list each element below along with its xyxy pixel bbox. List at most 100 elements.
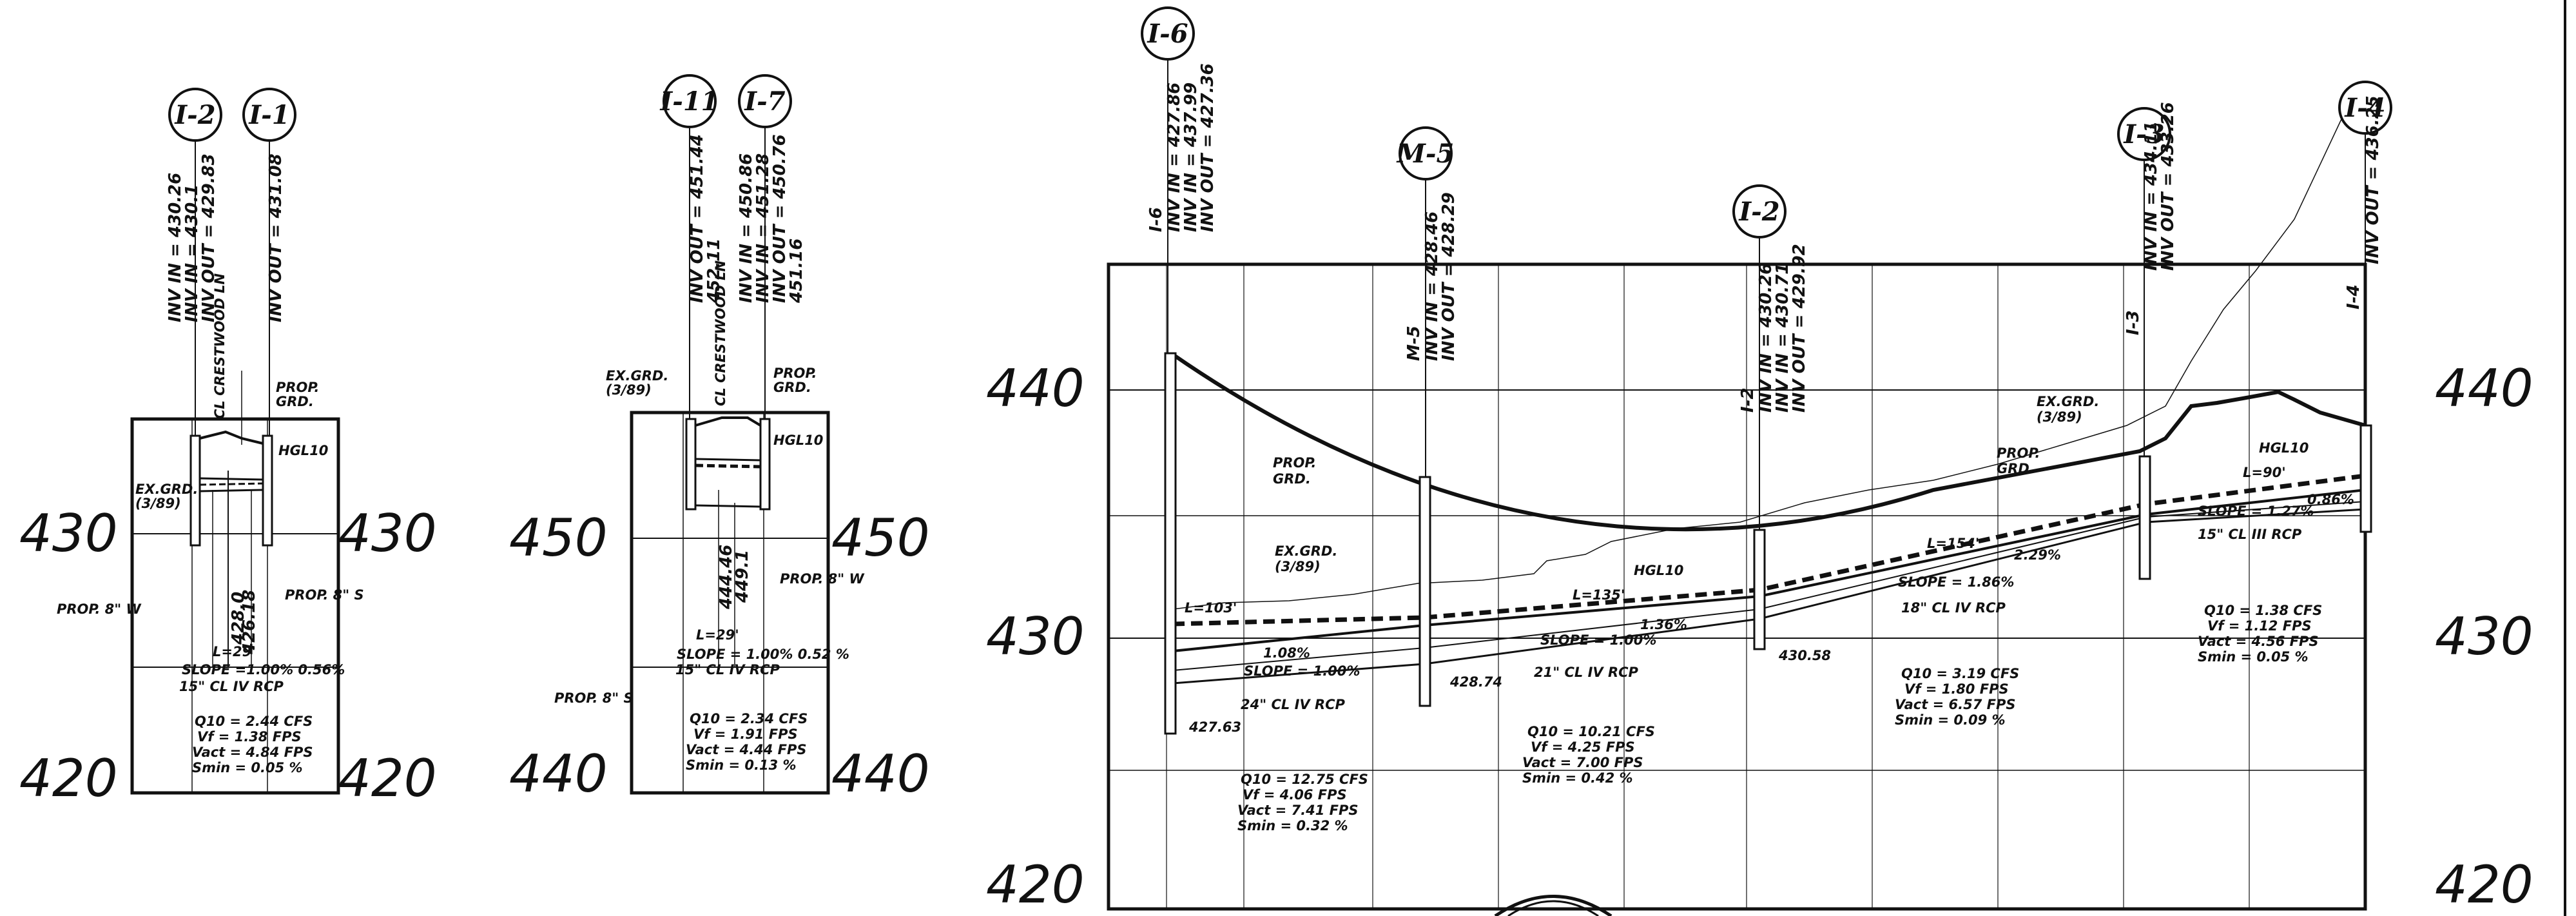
left-hgl-line xyxy=(199,482,264,486)
left-pipe-top xyxy=(199,477,264,481)
bubble-i2-left-label: I-2 xyxy=(174,100,215,130)
left-elev-430-right: 430 xyxy=(338,503,437,563)
left-prop-grade xyxy=(199,430,264,445)
inv-i1-left: INV OUT = 431.08 xyxy=(266,153,286,322)
inv-i11-1: 452.11 xyxy=(704,239,724,304)
left-ex-grd-1: EX.GRD. xyxy=(135,482,198,497)
seg2-inv: 428.74 xyxy=(1449,674,1502,690)
seg2-smin: Smin = 0.42 % xyxy=(1522,770,1633,786)
mid-hgl-label: HGL10 xyxy=(773,433,823,448)
engineer-seal xyxy=(1494,895,1612,916)
structure-i3 xyxy=(2138,455,2151,580)
mid-dim-449: 449.1 xyxy=(733,550,752,603)
mid-elev-450-right: 450 xyxy=(831,508,930,568)
inv-i11-0: INV OUT = 451.44 xyxy=(688,134,707,303)
seg3-slope-alt: 2.29% xyxy=(2014,547,2061,563)
mid-pipe: 15" CL IV RCP xyxy=(675,662,780,677)
inv-i4-1: INV OUT = 436.25 xyxy=(2363,95,2383,264)
inv-i6-3: INV OUT = 427.36 xyxy=(1198,63,1217,232)
left-prop-grd-2: GRD. xyxy=(276,394,314,409)
seg4-slope: SLOPE = 1.27% xyxy=(2198,503,2314,519)
inv-i4-0: I-4 xyxy=(2344,284,2363,309)
mid-prop-grade xyxy=(695,416,762,427)
seg1-length: L=103' xyxy=(1185,600,1237,616)
structure-i7 xyxy=(759,418,771,511)
left-vf: Vf = 1.38 FPS xyxy=(197,729,302,745)
structure-i6 xyxy=(1164,352,1177,735)
left-pipe: 15" CL IV RCP xyxy=(179,679,284,694)
seg3-vf: Vf = 1.80 FPS xyxy=(1904,681,2009,697)
main-elev-420-left: 420 xyxy=(986,855,1085,915)
mid-smin: Smin = 0.13 % xyxy=(686,757,797,773)
mid-pipe-w: PROP. 8" W xyxy=(780,571,865,587)
seg4-vf: Vf = 1.12 FPS xyxy=(2207,618,2312,634)
mid-hgl-line xyxy=(695,463,761,469)
inv-i3-1: INV IN = 434.11 xyxy=(2142,121,2161,271)
main-ex-grd-left-1: EX.GRD. xyxy=(1275,543,1337,559)
seg4-slope-alt: 0.86% xyxy=(2307,492,2354,507)
left-profile-frame xyxy=(130,417,340,795)
main-elev-430-right: 430 xyxy=(2435,607,2533,667)
main-elev-430-left: 430 xyxy=(986,607,1085,667)
left-profile: 430 430 420 420 I-2 I-1 INV IN = 430.26 … xyxy=(19,88,437,808)
main-prop-grd-2: GRD. xyxy=(1273,471,1311,487)
mid-pipe-top xyxy=(695,458,761,462)
mid-elev-440-right: 440 xyxy=(831,744,930,804)
main-prop-grd-1: PROP. xyxy=(1273,455,1316,471)
seg2-vact: Vact = 7.00 FPS xyxy=(1522,755,1643,770)
mid-dim-444: 444.46 xyxy=(717,545,736,610)
left-ex-grd-2: (3/89) xyxy=(135,496,181,511)
left-pipe-w: PROP. 8" W xyxy=(57,601,142,617)
left-prop-grd-1: PROP. xyxy=(276,380,319,395)
seg3-smin: Smin = 0.09 % xyxy=(1895,712,2006,728)
inv-i6-1: INV IN = 427.86 xyxy=(1165,83,1184,232)
main-elev-440-left: 440 xyxy=(986,358,1085,418)
main-hgl-mid: HGL10 xyxy=(1634,563,1683,578)
seg1-smin: Smin = 0.32 % xyxy=(1237,818,1348,833)
main-elev-440-right: 440 xyxy=(2435,358,2533,418)
seg1-q10: Q10 = 12.75 CFS xyxy=(1241,772,1368,787)
seg3-inv: 430.58 xyxy=(1778,648,1831,663)
structure-i11 xyxy=(685,418,697,511)
mid-q10: Q10 = 2.34 CFS xyxy=(690,711,808,726)
seg2-slope-alt: 1.36% xyxy=(1640,617,1687,632)
main-profile: 440 430 420 440 430 420 I-6 M-5 I-2 I-3 … xyxy=(986,6,2533,916)
seg3-pipe: 18" CL IV RCP xyxy=(1901,600,2006,616)
inv-i2-left-2: INV OUT = 429.83 xyxy=(199,153,218,322)
seg2-length: L=135' xyxy=(1573,587,1625,603)
inv-m5-1: INV IN = 428.46 xyxy=(1422,211,1442,361)
main-existing-grade xyxy=(1172,109,2347,610)
seg1-slope-alt: 1.08% xyxy=(1263,645,1310,661)
bubble-i1-left-label: I-1 xyxy=(248,100,289,130)
left-smin: Smin = 0.05 % xyxy=(192,760,303,775)
seg4-q10: Q10 = 1.38 CFS xyxy=(2204,603,2322,618)
left-pipe-bottom xyxy=(199,489,264,492)
inv-i6-2: INV IN = 437.99 xyxy=(1181,83,1201,232)
seg1-inv: 427.63 xyxy=(1188,719,1241,735)
inv-i7-3: 451.16 xyxy=(787,239,806,304)
main-ex-grd-right-2: (3/89) xyxy=(2037,409,2082,425)
mid-pipe-bottom xyxy=(695,504,761,508)
bubble-i6-label: I-6 xyxy=(1147,19,1188,49)
seg2-slope: SLOPE = 1.00% xyxy=(1540,632,1656,648)
left-cl-label: CL CRESTWOOD LN xyxy=(212,273,228,419)
bubble-i3-label: I-3 xyxy=(2123,119,2164,150)
main-pipe-bottom xyxy=(1172,508,2366,685)
inv-i2-0: I-2 xyxy=(1738,387,1758,413)
mid-cl-label: CL CRESTWOOD LN xyxy=(713,260,728,406)
seg2-vf: Vf = 4.25 FPS xyxy=(1531,739,1635,755)
mid-slope: SLOPE = 1.00% 0.52 % xyxy=(677,647,849,662)
mid-profile: 450 450 440 440 I-11 I-7 INV OUT = 451.4… xyxy=(509,74,930,804)
seg4-vact: Vact = 4.56 FPS xyxy=(2198,634,2318,649)
main-hgl-right: HGL10 xyxy=(2259,440,2309,456)
left-hgl-label: HGL10 xyxy=(278,443,328,458)
seg3-vact: Vact = 6.57 FPS xyxy=(1895,697,2015,712)
main-prop-grd-right-2: GRD. xyxy=(1997,461,2035,476)
seg1-pipe: 24" CL IV RCP xyxy=(1241,697,1346,712)
main-ex-grd-right-1: EX.GRD. xyxy=(2037,394,2099,409)
mid-vf: Vf = 1.91 FPS xyxy=(693,726,798,742)
mid-prop-grd-1: PROP. xyxy=(773,365,817,381)
structure-m5 xyxy=(1419,476,1431,707)
main-elev-420-right: 420 xyxy=(2435,855,2533,915)
mid-profile-frame xyxy=(630,411,830,795)
